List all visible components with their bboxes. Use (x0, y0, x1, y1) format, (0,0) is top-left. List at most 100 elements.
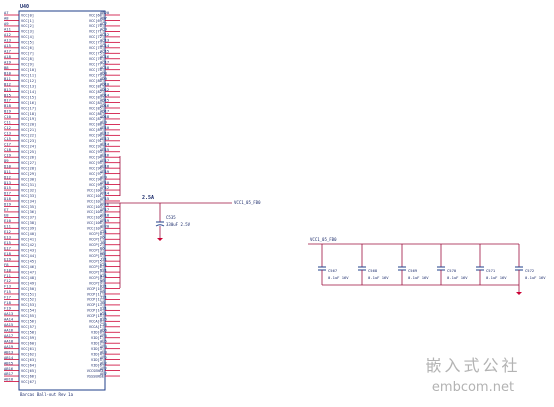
pin-signal: VID[5] (91, 358, 104, 362)
pin-number: V6 (100, 234, 105, 239)
pin-number: E13 (4, 234, 11, 239)
pin-signal: VCC[97] (89, 172, 104, 176)
pin-number: AD15 (100, 98, 109, 103)
pin-number: B26 (100, 317, 108, 322)
pin-signal: VID[1] (91, 336, 104, 340)
pin-number: E7 (4, 207, 9, 212)
pin-number: A9 (4, 21, 9, 26)
pin-signal: VCC[2] (21, 24, 34, 28)
pin-number: AF14 (100, 191, 110, 196)
pin-signal: VCC[42] (21, 243, 36, 247)
pin-signal: VCC[93] (89, 150, 104, 154)
pin-signal: VCC[36] (21, 210, 36, 214)
pin-signal: VCC[83] (89, 95, 104, 99)
pin-number: A19 (4, 59, 12, 64)
pin-signal: VCC[106] (87, 221, 104, 225)
pin-signal: VCC[16] (21, 101, 36, 105)
pin-signal: VCC[66] (21, 374, 36, 378)
pin-number: R6 (100, 289, 105, 294)
net-label-right: VCC1_05_FB0 (234, 200, 261, 205)
pin-number: D9 (4, 158, 9, 163)
pin-signal: VCC[1] (21, 19, 34, 23)
pin-number: J6 (100, 240, 105, 245)
left-pin-column: A7VCC[0]A8VCC[1]A9VCC[2]A11VCC[3]A12VCC[… (4, 10, 36, 384)
cap-ref: C572 (525, 268, 534, 273)
pin-number: A12 (4, 32, 11, 37)
pin-number: B11 (4, 76, 12, 81)
pin-number: AE15 (100, 147, 109, 152)
pin-signal: VID[6] (91, 363, 104, 367)
pin-signal: VCC[48] (21, 276, 36, 280)
pin-number: AC16 (100, 54, 110, 59)
pin-number: F11 (4, 273, 12, 278)
pin-number: AF16 (100, 202, 110, 207)
pin-signal: VCC[14] (21, 90, 36, 94)
pin-signal: VCC[60] (21, 342, 36, 346)
pin-signal: VCC[74] (89, 46, 104, 50)
pin-number: N6 (100, 278, 105, 283)
pin-signal: VCCP[12] (87, 298, 104, 302)
pin-signal: VCC[101] (87, 194, 104, 198)
pin-signal: VCCP[10] (87, 287, 104, 291)
pin-number: AE2 (100, 360, 107, 365)
pin-signal: VCC[76] (89, 57, 104, 61)
pin-number: AD8 (100, 70, 108, 75)
pin-signal: VCC[45] (21, 259, 36, 263)
pin-signal: VCC[47] (21, 270, 36, 274)
pin-number: C18 (4, 147, 12, 152)
pin-signal: VCC[43] (21, 249, 36, 253)
pin-number: B12 (4, 81, 11, 86)
pin-signal: VCC[82] (89, 90, 104, 94)
pin-signal: VCCP[2] (89, 243, 104, 247)
pin-number: AE19 (100, 169, 110, 174)
pin-number: B8 (4, 65, 9, 70)
pin-signal: VID[0] (91, 331, 104, 335)
pin-number: AF4 (100, 344, 108, 349)
pin-number: K6 (100, 245, 105, 250)
ic-subtitle: Barcas Ball-out Rev 1a (20, 392, 74, 397)
pin-number: AA16 (4, 327, 14, 332)
pin-signal: VSSSENSE (87, 374, 104, 378)
pin-number: AE3 (100, 349, 107, 354)
pin-number: G21 (100, 229, 108, 234)
pin-signal: VCCP[14] (87, 309, 104, 313)
pin-number: F13 (4, 284, 11, 289)
pin-signal: VCC[51] (21, 292, 36, 296)
pin-number: AE14 (100, 141, 110, 146)
pin-signal: VCC[25] (21, 150, 36, 154)
pin-signal: VCC[30] (21, 177, 36, 181)
pin-number: AD10 (100, 81, 110, 86)
pin-signal: VCC[78] (89, 68, 104, 72)
pin-signal: VCC[35] (21, 205, 36, 209)
pin-number: AC13 (100, 38, 109, 43)
pin-signal: VCC[89] (89, 128, 104, 132)
pin-number: E17 (4, 245, 11, 250)
